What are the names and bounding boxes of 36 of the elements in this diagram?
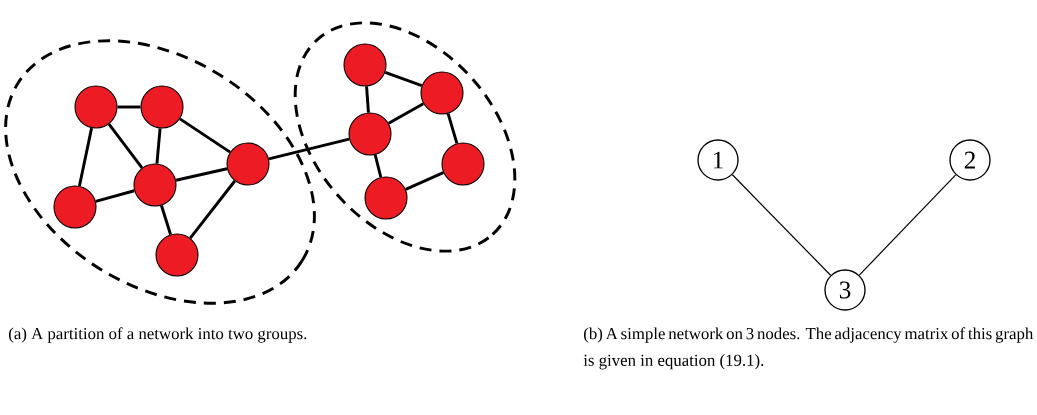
- network-node: [348, 112, 392, 156]
- network-node: [155, 233, 199, 277]
- edge-line: [731, 174, 832, 276]
- network-node: [420, 71, 464, 115]
- group-outline: [293, 21, 517, 253]
- edge-line: [107, 123, 144, 169]
- edge-line: [446, 113, 459, 144]
- edge-line: [373, 154, 383, 178]
- edge-line: [189, 180, 236, 239]
- numbered-node: 3: [824, 269, 866, 311]
- network-node: [140, 85, 184, 129]
- edge-line: [388, 102, 425, 125]
- network-node: [441, 142, 485, 186]
- network-node: [53, 185, 97, 229]
- edge-line: [268, 137, 350, 161]
- network-node: [74, 85, 118, 129]
- edge-line: [384, 71, 423, 88]
- network-node: [343, 43, 387, 87]
- caption: (a) A partition of a network into two groups.: [9, 327, 307, 343]
- network-node: [133, 163, 177, 207]
- edge-line: [155, 128, 162, 164]
- edge-line: [160, 205, 172, 235]
- edge-line: [78, 127, 93, 187]
- edge-line: [858, 174, 957, 276]
- network-node: [226, 142, 270, 186]
- edge-line: [95, 189, 135, 203]
- edge-line: [117, 105, 141, 109]
- edge-line: [405, 171, 444, 191]
- numbered-node: 2: [949, 139, 991, 181]
- network-node: [364, 176, 408, 220]
- edge-line: [175, 167, 228, 182]
- edge-line: [179, 117, 231, 154]
- caption: (b) A simple network on 3 nodes. The adjacency matrix of this graph is given in equation (19.1).: [583, 327, 1034, 370]
- numbered-node: 1: [697, 139, 739, 181]
- edge-line: [365, 86, 370, 113]
- group-outline: [4, 39, 316, 305]
